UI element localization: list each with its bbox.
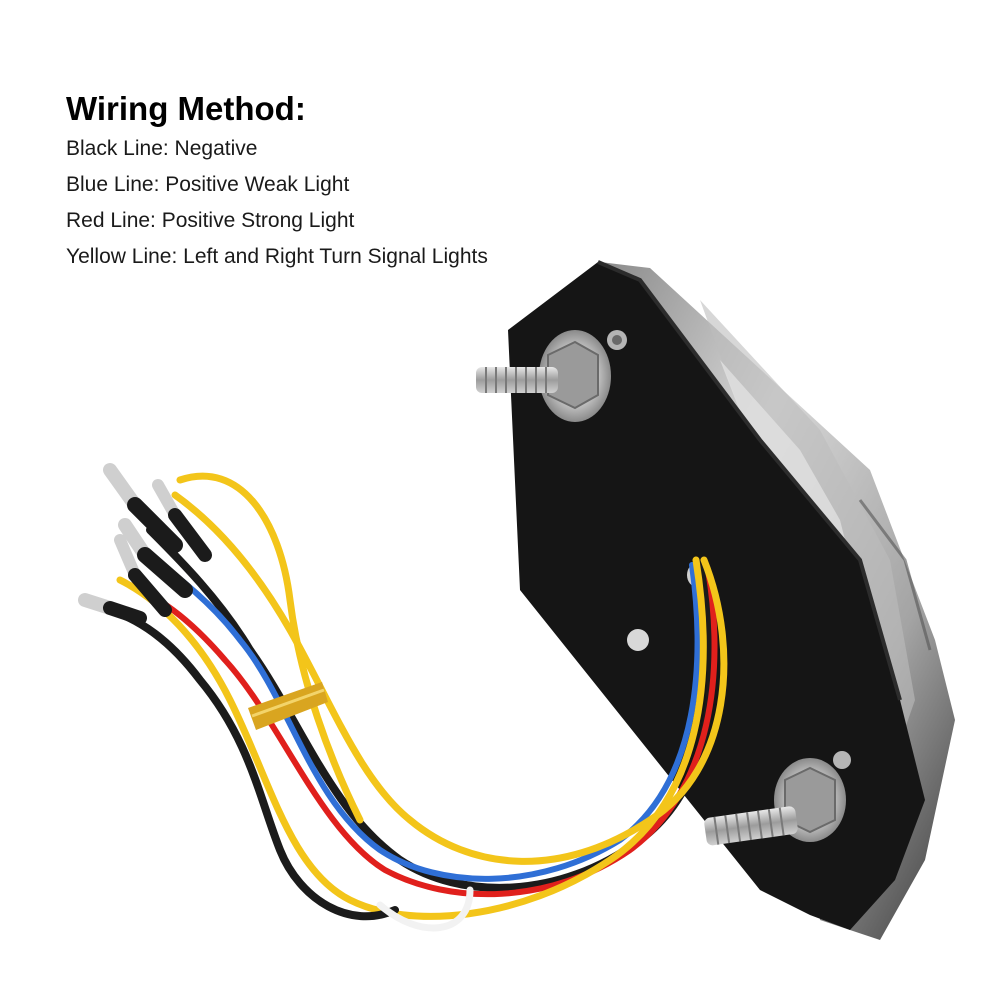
connector-4: [78, 593, 147, 625]
wiring-line-blue: Blue Line: Positive Weak Light: [66, 173, 350, 196]
screw-head-bottom: [833, 751, 851, 769]
wire-bundle: [106, 472, 728, 932]
connector-3: [118, 518, 193, 598]
wiring-instructions: Wiring Method: Black Line: Negative Blue…: [66, 90, 488, 275]
mounting-hole-middle: [627, 629, 649, 651]
gold-cable-tie: [248, 682, 328, 730]
wire-connectors: [78, 463, 212, 625]
bottom-mounting-bolt: [704, 758, 846, 846]
wiring-line-black: Black Line: Negative: [66, 137, 258, 160]
wiring-line-red: Red Line: Positive Strong Light: [66, 209, 355, 232]
top-mounting-bolt: [476, 330, 611, 422]
connector-2: [152, 479, 212, 562]
connector-1: [103, 463, 183, 553]
wiring-method-heading: Wiring Method:: [66, 90, 306, 127]
wiring-line-yellow: Yellow Line: Left and Right Turn Signal …: [66, 245, 488, 268]
connector-5: [114, 534, 172, 617]
